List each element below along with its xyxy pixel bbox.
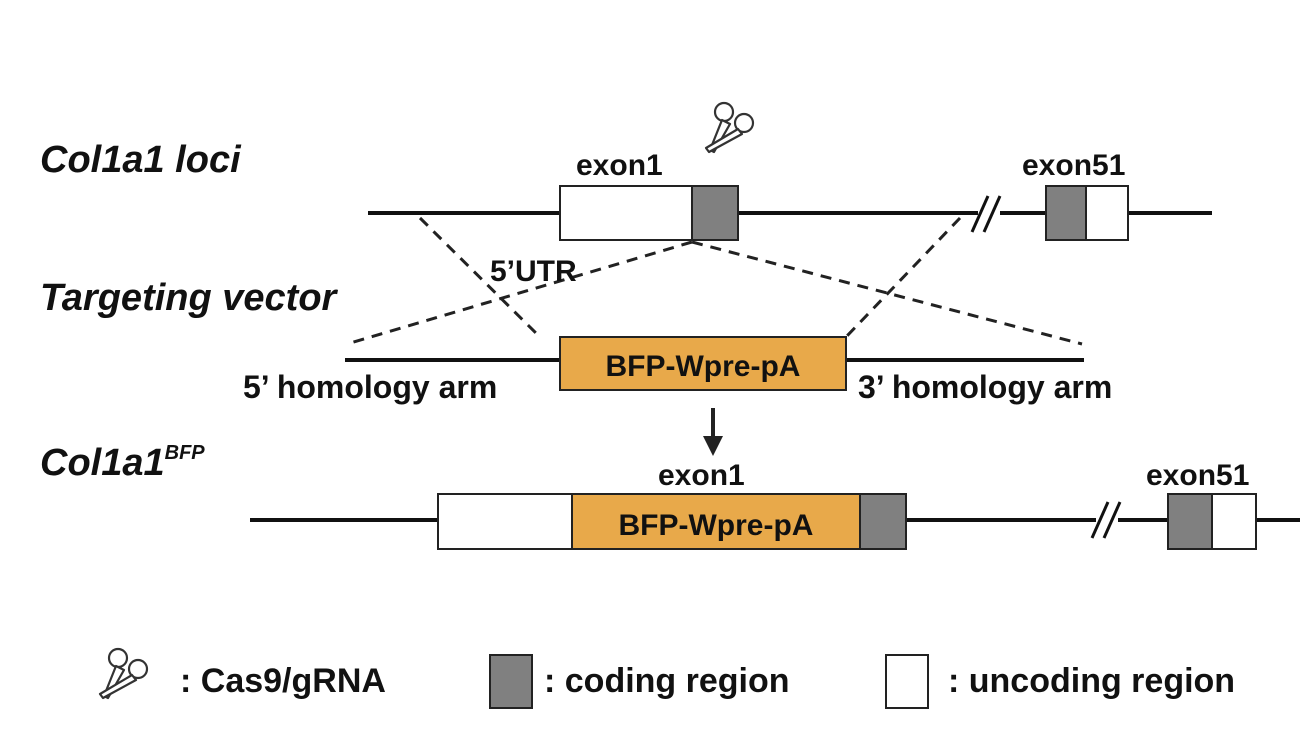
homology-dashed-lines xyxy=(346,216,1083,346)
row-label-bfp: Col1a1BFP xyxy=(40,442,205,484)
legend-uncoding-label: : uncoding region xyxy=(948,662,1235,700)
dash-3arm-start xyxy=(691,240,1083,346)
exon51-uncoding-block xyxy=(1085,185,1129,241)
exon1-uncoding-block xyxy=(559,185,693,241)
arm3-label: 3’ homology arm xyxy=(858,369,1112,405)
row-label-bfp-main: Col1a1 xyxy=(40,442,165,484)
cassette-label-vector: BFP-Wpre-pA xyxy=(606,350,801,383)
row-label-vector: Targeting vector xyxy=(40,277,339,319)
locus-row: exon1 exon51 xyxy=(368,101,1212,241)
arrow-down-icon xyxy=(703,408,723,456)
arm5-label: 5’ homology arm xyxy=(243,369,497,405)
bfp-exon51-uncoding-block xyxy=(1211,493,1257,550)
exon51-label: exon51 xyxy=(1022,149,1125,182)
bfp-exon51-coding-block xyxy=(1167,493,1213,550)
row-label-loci: Col1a1 loci xyxy=(40,139,242,181)
bfp-allele-row: BFP-Wpre-pA exon1 exon51 xyxy=(250,459,1300,550)
legend-coding-swatch xyxy=(489,654,533,709)
scissors-icon xyxy=(704,101,755,154)
dash-3arm-end xyxy=(844,216,962,339)
bfp-exon51-label: exon51 xyxy=(1146,459,1249,492)
bfp-exon1-coding-block xyxy=(859,493,907,550)
scissors-icon xyxy=(98,647,149,700)
dash-5arm-start xyxy=(418,216,542,339)
dash-5arm-end xyxy=(346,240,693,346)
cassette-block-vector xyxy=(559,336,847,391)
axis-break-icon xyxy=(970,195,1002,233)
exon1-label: exon1 xyxy=(576,149,663,182)
bfp-exon1-uncoding-block xyxy=(437,493,573,550)
legend-cas9-label: : Cas9/gRNA xyxy=(180,662,386,700)
axis-break-icon xyxy=(1090,501,1122,539)
cassette-label-allele: BFP-Wpre-pA xyxy=(619,509,814,542)
exon1-coding-block xyxy=(691,185,739,241)
vector-row: BFP-Wpre-pA 5’ homology arm 3’ homology … xyxy=(243,336,1112,405)
legend: : Cas9/gRNA : coding region : uncoding r… xyxy=(98,647,1235,709)
legend-uncoding-swatch xyxy=(885,654,929,709)
exon51-coding-block xyxy=(1045,185,1087,241)
cassette-block-allele xyxy=(571,493,861,550)
utr-label: 5’UTR xyxy=(490,255,577,288)
bfp-exon1-label: exon1 xyxy=(658,459,745,492)
legend-coding-label: : coding region xyxy=(544,662,790,700)
row-label-bfp-sup: BFP xyxy=(165,442,206,464)
